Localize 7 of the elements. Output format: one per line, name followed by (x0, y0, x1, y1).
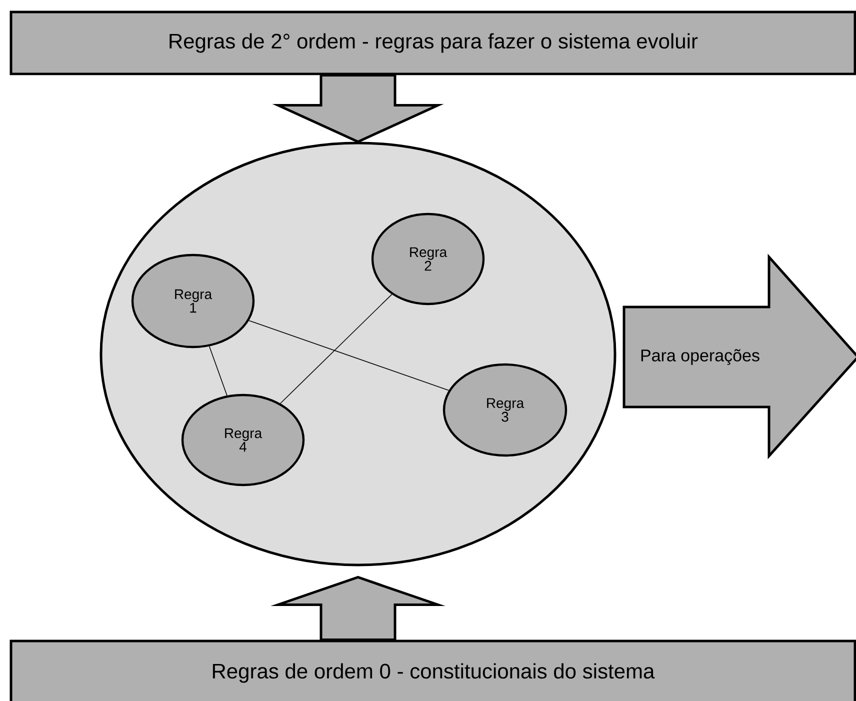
rule-band: Regras de ordem 0 - constitucionais do sistema (10, 640, 856, 701)
connector-line (248, 320, 450, 391)
block-arrow (272, 74, 444, 144)
rule-band: Regras de 2° ordem - regras para fazer o sistema evoluir (10, 10, 856, 76)
connector-line (280, 294, 392, 404)
block-arrow (270, 576, 446, 641)
connector-line (208, 346, 228, 396)
